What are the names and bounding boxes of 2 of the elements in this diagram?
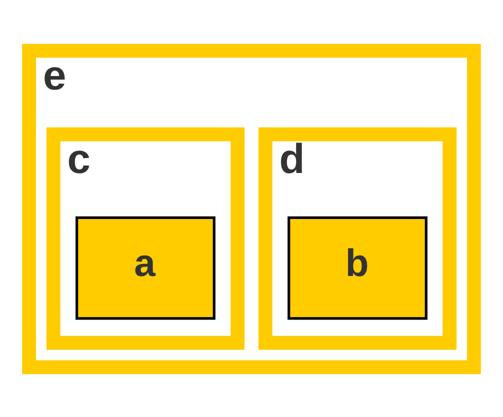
node-box: a — [76, 216, 216, 320]
node-box: b — [288, 216, 428, 320]
